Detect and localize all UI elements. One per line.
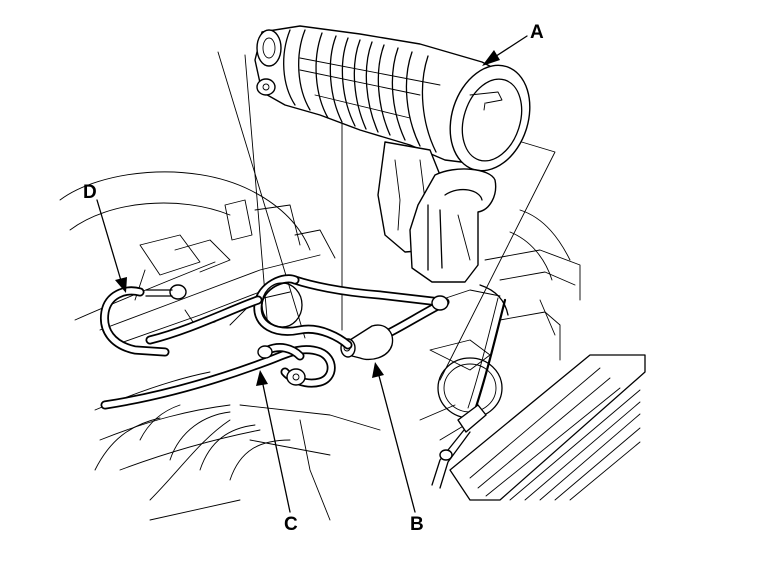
air-intake-duct: [254, 25, 531, 283]
valve-cover: [449, 354, 646, 501]
callout-label-a: A: [530, 22, 544, 43]
throttle-cable: [431, 284, 509, 489]
callout-label-d: D: [83, 182, 97, 203]
bypass-hose: [99, 284, 187, 357]
engine-bay-background: [59, 171, 581, 521]
pcv-hose: [100, 343, 336, 410]
hose-loop: [145, 274, 353, 350]
callout-label-c: C: [284, 514, 298, 535]
callout-label-b: B: [410, 514, 424, 535]
breather-hose: [290, 275, 450, 361]
callout-arrows: [96, 35, 528, 513]
